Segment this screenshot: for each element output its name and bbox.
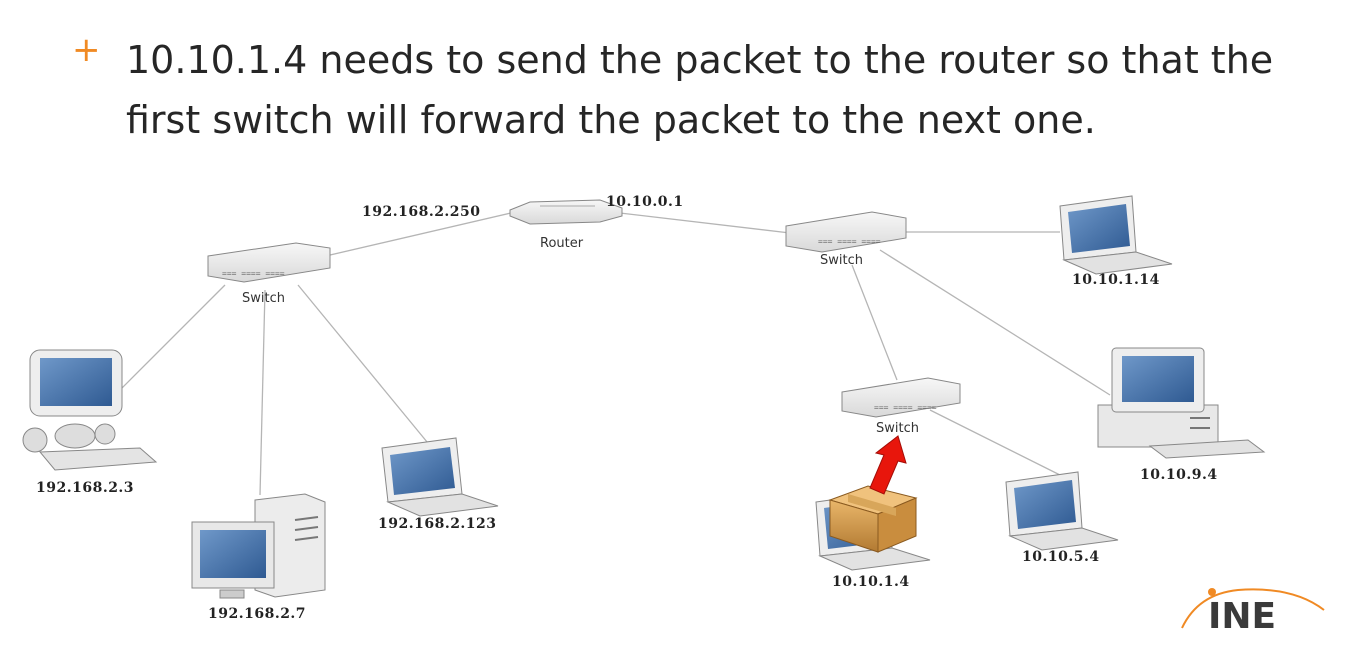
host-10-10-1-14: 10.10.1.14 bbox=[1059, 195, 1173, 288]
link-router-switch-right bbox=[619, 212, 791, 234]
svg-text:=== ==== ====: === ==== ==== bbox=[222, 269, 285, 278]
ine-logo: INE bbox=[1181, 588, 1325, 634]
logo-text: INE bbox=[1208, 596, 1276, 634]
host-label: 10.10.1.4 bbox=[832, 574, 910, 590]
host-label: 10.10.1.14 bbox=[1072, 272, 1160, 288]
router-ip-left: 192.168.2.250 bbox=[362, 204, 481, 220]
link-switch-right-switch-mid bbox=[851, 264, 898, 381]
bullet-marker: + bbox=[72, 30, 101, 70]
host-label: 10.10.5.4 bbox=[1022, 549, 1100, 565]
switch-left-label: Switch bbox=[242, 291, 285, 306]
switch-right-mid: === ==== ==== Switch bbox=[841, 377, 961, 436]
packet-icon bbox=[828, 485, 918, 553]
links bbox=[109, 211, 1111, 496]
bullet-text: 10.10.1.4 needs to send the packet to th… bbox=[126, 38, 1274, 142]
switch-right-top-label: Switch bbox=[820, 253, 863, 268]
svg-text:=== ==== ====: === ==== ==== bbox=[818, 237, 881, 246]
link-switch-left-router bbox=[299, 211, 516, 263]
host-label: 192.168.2.7 bbox=[208, 606, 306, 622]
host-10-10-9-4: 10.10.9.4 bbox=[1097, 347, 1266, 483]
switch-right-mid-label: Switch bbox=[876, 421, 919, 436]
link-switch-left-192-168-2-123 bbox=[297, 284, 433, 449]
link-switch-mid-10-10-5-4 bbox=[929, 409, 1061, 476]
switch-left: === ==== ==== Switch bbox=[207, 242, 331, 306]
host-192-168-2-3: 192.168.2.3 bbox=[22, 349, 158, 496]
svg-text:=== ==== ====: === ==== ==== bbox=[874, 403, 937, 412]
arrow-icon bbox=[869, 435, 907, 495]
link-switch-left-192-168-2-3 bbox=[109, 284, 226, 401]
router-label: Router bbox=[540, 236, 584, 251]
host-label: 192.168.2.3 bbox=[36, 480, 134, 496]
host-label: 192.168.2.123 bbox=[378, 516, 497, 532]
router-ip-right: 10.10.0.1 bbox=[606, 194, 684, 210]
host-192-168-2-123: 192.168.2.123 bbox=[378, 437, 499, 532]
link-switch-left-192-168-2-7 bbox=[259, 289, 266, 496]
host-label: 10.10.9.4 bbox=[1140, 467, 1218, 483]
link-switch-right-10-10-9-4 bbox=[879, 249, 1111, 396]
host-192-168-2-7: 192.168.2.7 bbox=[191, 493, 326, 622]
switch-right-top: === ==== ==== Switch bbox=[785, 211, 907, 268]
host-10-10-5-4: 10.10.5.4 bbox=[1005, 471, 1119, 565]
router: Router 192.168.2.250 10.10.0.1 bbox=[362, 194, 684, 251]
